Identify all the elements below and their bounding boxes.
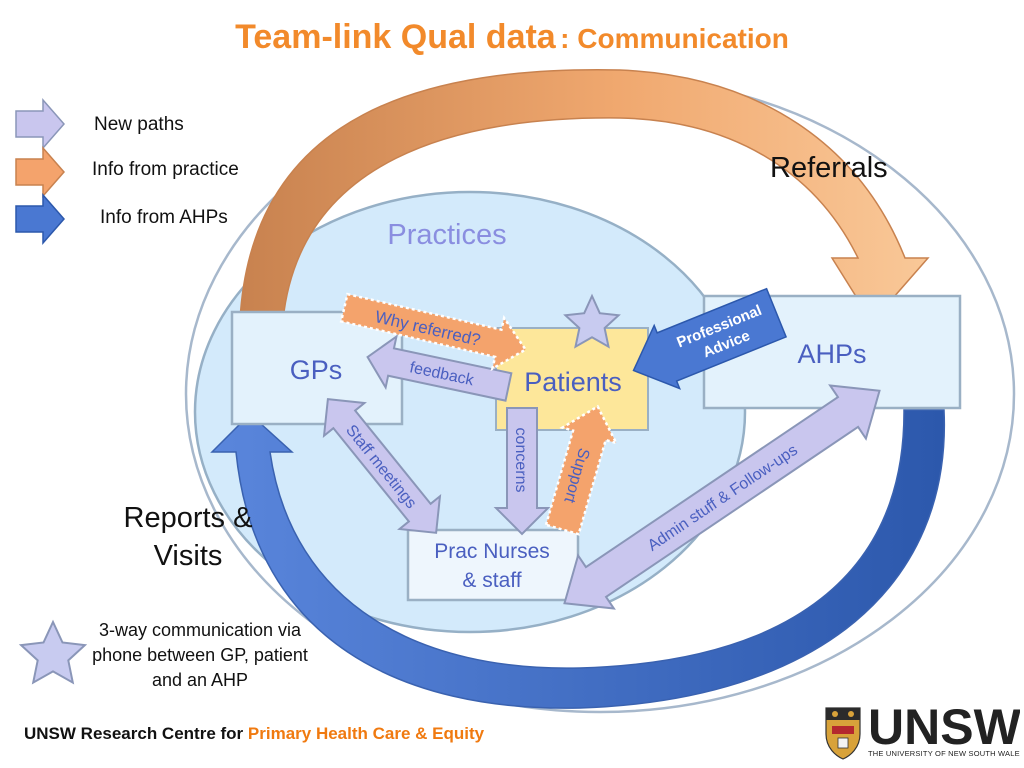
prac-nurses-label-1: Prac Nurses xyxy=(434,540,550,563)
crest-icon xyxy=(825,707,861,760)
concerns-label: concerns xyxy=(512,428,529,493)
legend-label-new-paths: New paths xyxy=(94,114,184,135)
footer: UNSW Research Centre for Primary Health … xyxy=(24,724,484,744)
reports-visits-label-1: Reports & xyxy=(123,502,253,534)
star-icon xyxy=(18,619,88,685)
legend-label-info-from-practice: Info from practice xyxy=(92,159,239,180)
unsw-logo: UNSW THE UNIVERSITY OF NEW SOUTH WALES xyxy=(825,704,1020,760)
star-icon xyxy=(563,293,621,349)
arrow-right-icon xyxy=(15,193,65,245)
footer-prefix: UNSW Research Centre for xyxy=(24,724,244,743)
footer-accent: Primary Health Care & Equity xyxy=(247,724,485,743)
feedback-arrow: feedback xyxy=(366,334,513,402)
arrow-right-icon xyxy=(15,98,65,150)
gps-label: GPs xyxy=(290,355,343,385)
logo-name: UNSW xyxy=(868,704,1020,755)
practices-label: Practices xyxy=(387,219,506,251)
reports-visits-arrow xyxy=(210,409,946,709)
reports-visits-label-2: Visits xyxy=(153,540,223,572)
prac-nurses-label-2: & staff xyxy=(462,569,521,592)
referrals-arrow xyxy=(239,69,930,324)
professional-advice-arrow: Professional Advice xyxy=(632,287,788,390)
title-main: Team-link Qual data xyxy=(235,18,556,56)
title-subtitle: : Communication xyxy=(560,23,789,54)
referrals-label: Referrals xyxy=(770,152,888,184)
legend-label-info-from-ahps: Info from AHPs xyxy=(100,207,228,228)
arrow-right-icon xyxy=(15,146,65,198)
page-title: Team-link Qual data : Communication xyxy=(0,18,1024,57)
prac-nurses-box xyxy=(406,528,580,602)
three-way-note: 3-way communication via phone between GP… xyxy=(92,620,308,690)
logo-subtitle: THE UNIVERSITY OF NEW SOUTH WALES xyxy=(868,749,1020,758)
ahps-label: AHPs xyxy=(797,339,866,369)
patients-label: Patients xyxy=(524,367,622,397)
practices-region xyxy=(193,190,747,634)
concerns-arrow: concerns xyxy=(493,407,551,536)
